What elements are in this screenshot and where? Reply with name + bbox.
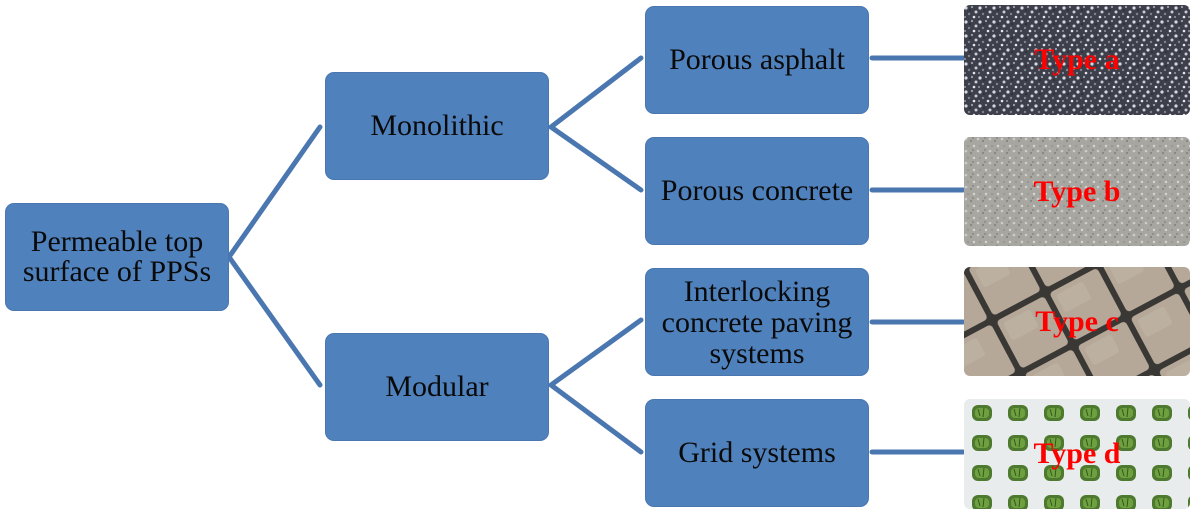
node-interlocking-label-line1: Interlocking <box>683 274 831 308</box>
type-a-label: Type a <box>1034 43 1120 76</box>
type-c-label: Type c <box>1035 304 1119 338</box>
type-b-label: Type b <box>1033 174 1121 208</box>
node-grid-systems-label: Grid systems <box>678 436 836 469</box>
porous-concrete-texture-image <box>964 137 1190 246</box>
connector-modular-children <box>546 317 644 455</box>
node-porous-concrete: Porous concrete <box>646 138 868 244</box>
node-modular: Modular <box>326 334 548 440</box>
node-monolithic-label: Monolithic <box>370 109 504 142</box>
node-interlocking-concrete-paving: Interlocking concrete paving systems <box>646 269 868 375</box>
thumbnail-porous-concrete: Type b <box>964 137 1190 246</box>
node-interlocking-label-line3: systems <box>709 336 805 370</box>
thumbnail-grass-grid: Type d <box>964 399 1190 509</box>
root-node: Permeable top surface of PPSs <box>6 204 228 310</box>
node-modular-label: Modular <box>385 370 489 403</box>
node-porous-asphalt: Porous asphalt <box>646 7 868 113</box>
type-d-label: Type d <box>1033 437 1121 470</box>
root-node-label-line1: Permeable top <box>30 225 204 258</box>
thumbnail-porous-asphalt: Type a <box>964 5 1190 115</box>
porous-asphalt-texture-image <box>964 5 1190 115</box>
node-grid-systems: Grid systems <box>646 400 868 506</box>
thumbnail-interlocking-pavers: Type c <box>964 267 1190 376</box>
grass-grid-texture-image <box>964 399 1190 509</box>
connector-root-monolithic <box>225 124 323 388</box>
node-porous-concrete-label: Porous concrete <box>660 174 854 207</box>
connector-monolithic-children <box>546 55 644 193</box>
interlocking-pavers-texture-image <box>964 267 1190 376</box>
node-monolithic: Monolithic <box>326 73 548 179</box>
node-porous-asphalt-label: Porous asphalt <box>669 43 845 76</box>
root-node-label-line2: surface of PPSs <box>22 255 212 288</box>
node-interlocking-label-line2: concrete paving <box>661 305 853 339</box>
